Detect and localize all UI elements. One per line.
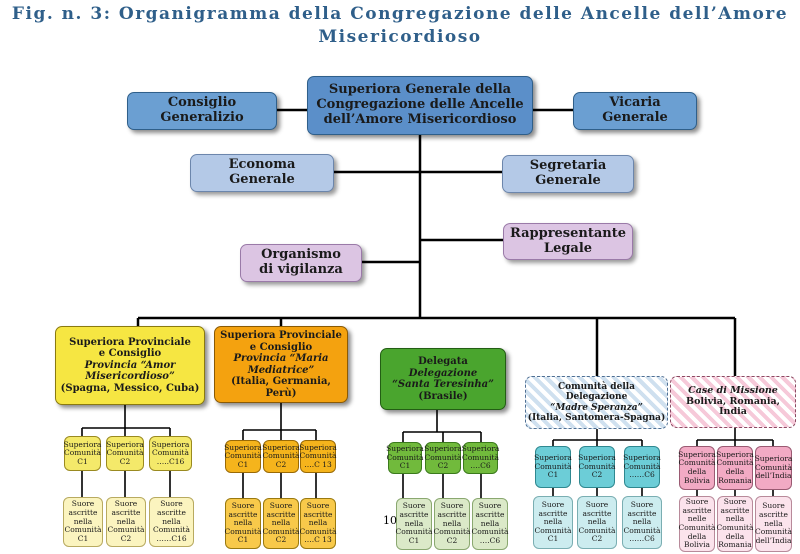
provincia-maria-mediatrice-box: Superiora Provinciale e Consiglio Provin… <box>214 326 348 403</box>
figure-title-line2: Misericordioso <box>318 27 482 47</box>
delegazione-madre-speranza-box: Comunità della Delegazione “Madre Speran… <box>525 376 668 429</box>
provincia-amor-misericordioso-box: Superiora Provinciale e Consiglio Provin… <box>55 326 205 405</box>
case-di-missione-box: Case di Missione Bolivia, Romania, India <box>670 376 796 428</box>
page-number: 10 <box>383 514 397 527</box>
delegazione-santa-teresinha-box: Delegata Delegazione “Santa Teresinha” (… <box>380 348 506 410</box>
figure-title-line1: Fig. n. 3: Organigramma della Congregazi… <box>11 4 789 24</box>
